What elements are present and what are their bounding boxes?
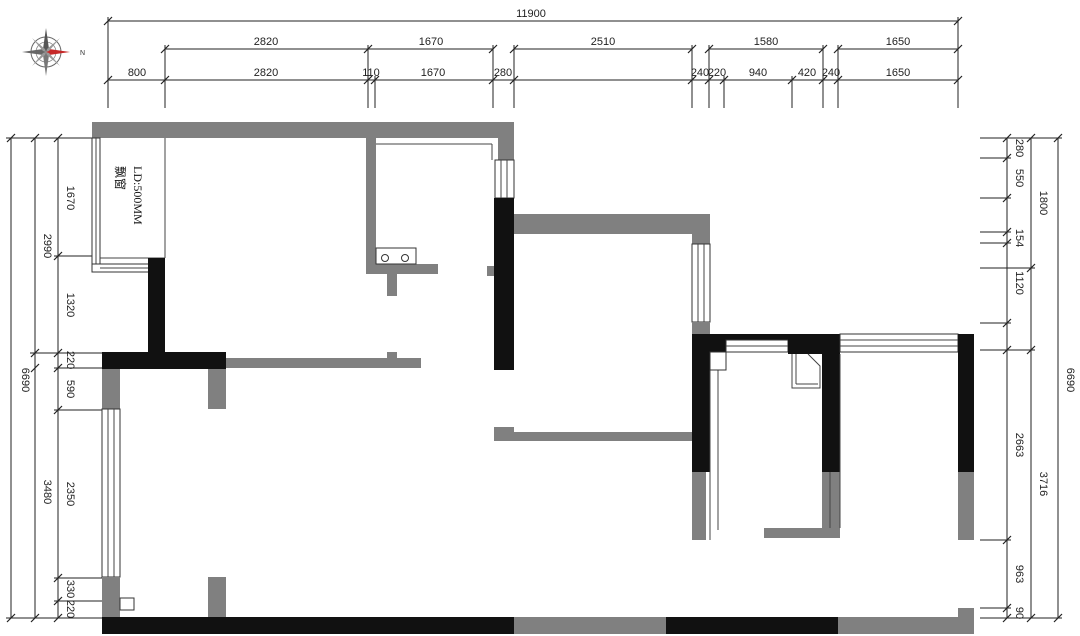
bay-window-depth-label: LD:500MM bbox=[131, 166, 145, 225]
top-row3-dim-10: 240 bbox=[822, 67, 840, 79]
right-row3-dim-1: 280 bbox=[1013, 139, 1025, 157]
right-row2-dim-1: 1800 bbox=[1037, 191, 1049, 215]
walls bbox=[91, 122, 974, 634]
right-row2-dim-2: 3716 bbox=[1037, 472, 1049, 496]
left-row3-dim-5: 2350 bbox=[64, 482, 76, 506]
right-row3-dim-6: 963 bbox=[1013, 565, 1025, 583]
top-row3-dim-1: 800 bbox=[128, 67, 146, 79]
left-row3-dim-6: 330 bbox=[64, 580, 76, 598]
top-row3-dim-9: 420 bbox=[798, 67, 816, 79]
left-row3-dim-4: 590 bbox=[64, 380, 76, 398]
left-row3-dim-3: 220 bbox=[64, 351, 76, 369]
right-row3-dim-7: 90 bbox=[1013, 607, 1025, 619]
right-row3-dim-2: 550 bbox=[1013, 169, 1025, 187]
top-row3-dim-2: 2820 bbox=[254, 67, 278, 79]
top-row2-dim-4: 1580 bbox=[754, 36, 778, 48]
top-row3-dim-6: 240 bbox=[691, 67, 709, 79]
compass-icon bbox=[22, 28, 70, 76]
top-overall-dim: 11900 bbox=[516, 8, 546, 20]
top-row3-dim-4: 1670 bbox=[421, 67, 445, 79]
bay-window-label: LD:500MM 飘窗 bbox=[113, 166, 145, 225]
top-row3-dim-5: 280 bbox=[494, 67, 512, 79]
left-row3-dim-2: 1320 bbox=[64, 293, 76, 317]
top-row3-dim-8: 940 bbox=[749, 67, 767, 79]
right-row3-dim-4: 1120 bbox=[1013, 271, 1025, 295]
top-row3-dim-7: 220 bbox=[708, 67, 726, 79]
left-row2-dim-1: 2990 bbox=[41, 234, 53, 258]
left-row2-dim-2: 3480 bbox=[41, 480, 53, 504]
top-row2-dim-1: 2820 bbox=[254, 36, 278, 48]
left-row3-dim-7: 220 bbox=[64, 600, 76, 618]
top-dimensions: 11900 2820 1670 2510 1580 1650 bbox=[103, 8, 963, 108]
right-overall-dim: 6690 bbox=[1064, 368, 1076, 392]
top-row2-dim-5: 1650 bbox=[886, 36, 910, 48]
right-row3-dim-3: 154 bbox=[1013, 229, 1025, 247]
left-dimensions: 6690 2990 3480 1670 1320 220 590 2350 33… bbox=[6, 133, 102, 623]
right-dimensions: 6690 1800 3716 280 550 154 1120 2663 963… bbox=[980, 133, 1076, 623]
top-row3-dim-3: 110 bbox=[362, 67, 380, 79]
left-overall-dim: 6690 bbox=[19, 368, 31, 392]
top-row3-dim-11: 1650 bbox=[886, 67, 910, 79]
left-row3-dim-1: 1670 bbox=[64, 186, 76, 210]
bay-window-name-label: 飘窗 bbox=[113, 166, 127, 190]
right-row3-dim-5: 2663 bbox=[1013, 433, 1025, 457]
top-row2-dim-2: 1670 bbox=[419, 36, 443, 48]
compass-north-label: N bbox=[80, 50, 85, 57]
top-row2-dim-3: 2510 bbox=[591, 36, 615, 48]
